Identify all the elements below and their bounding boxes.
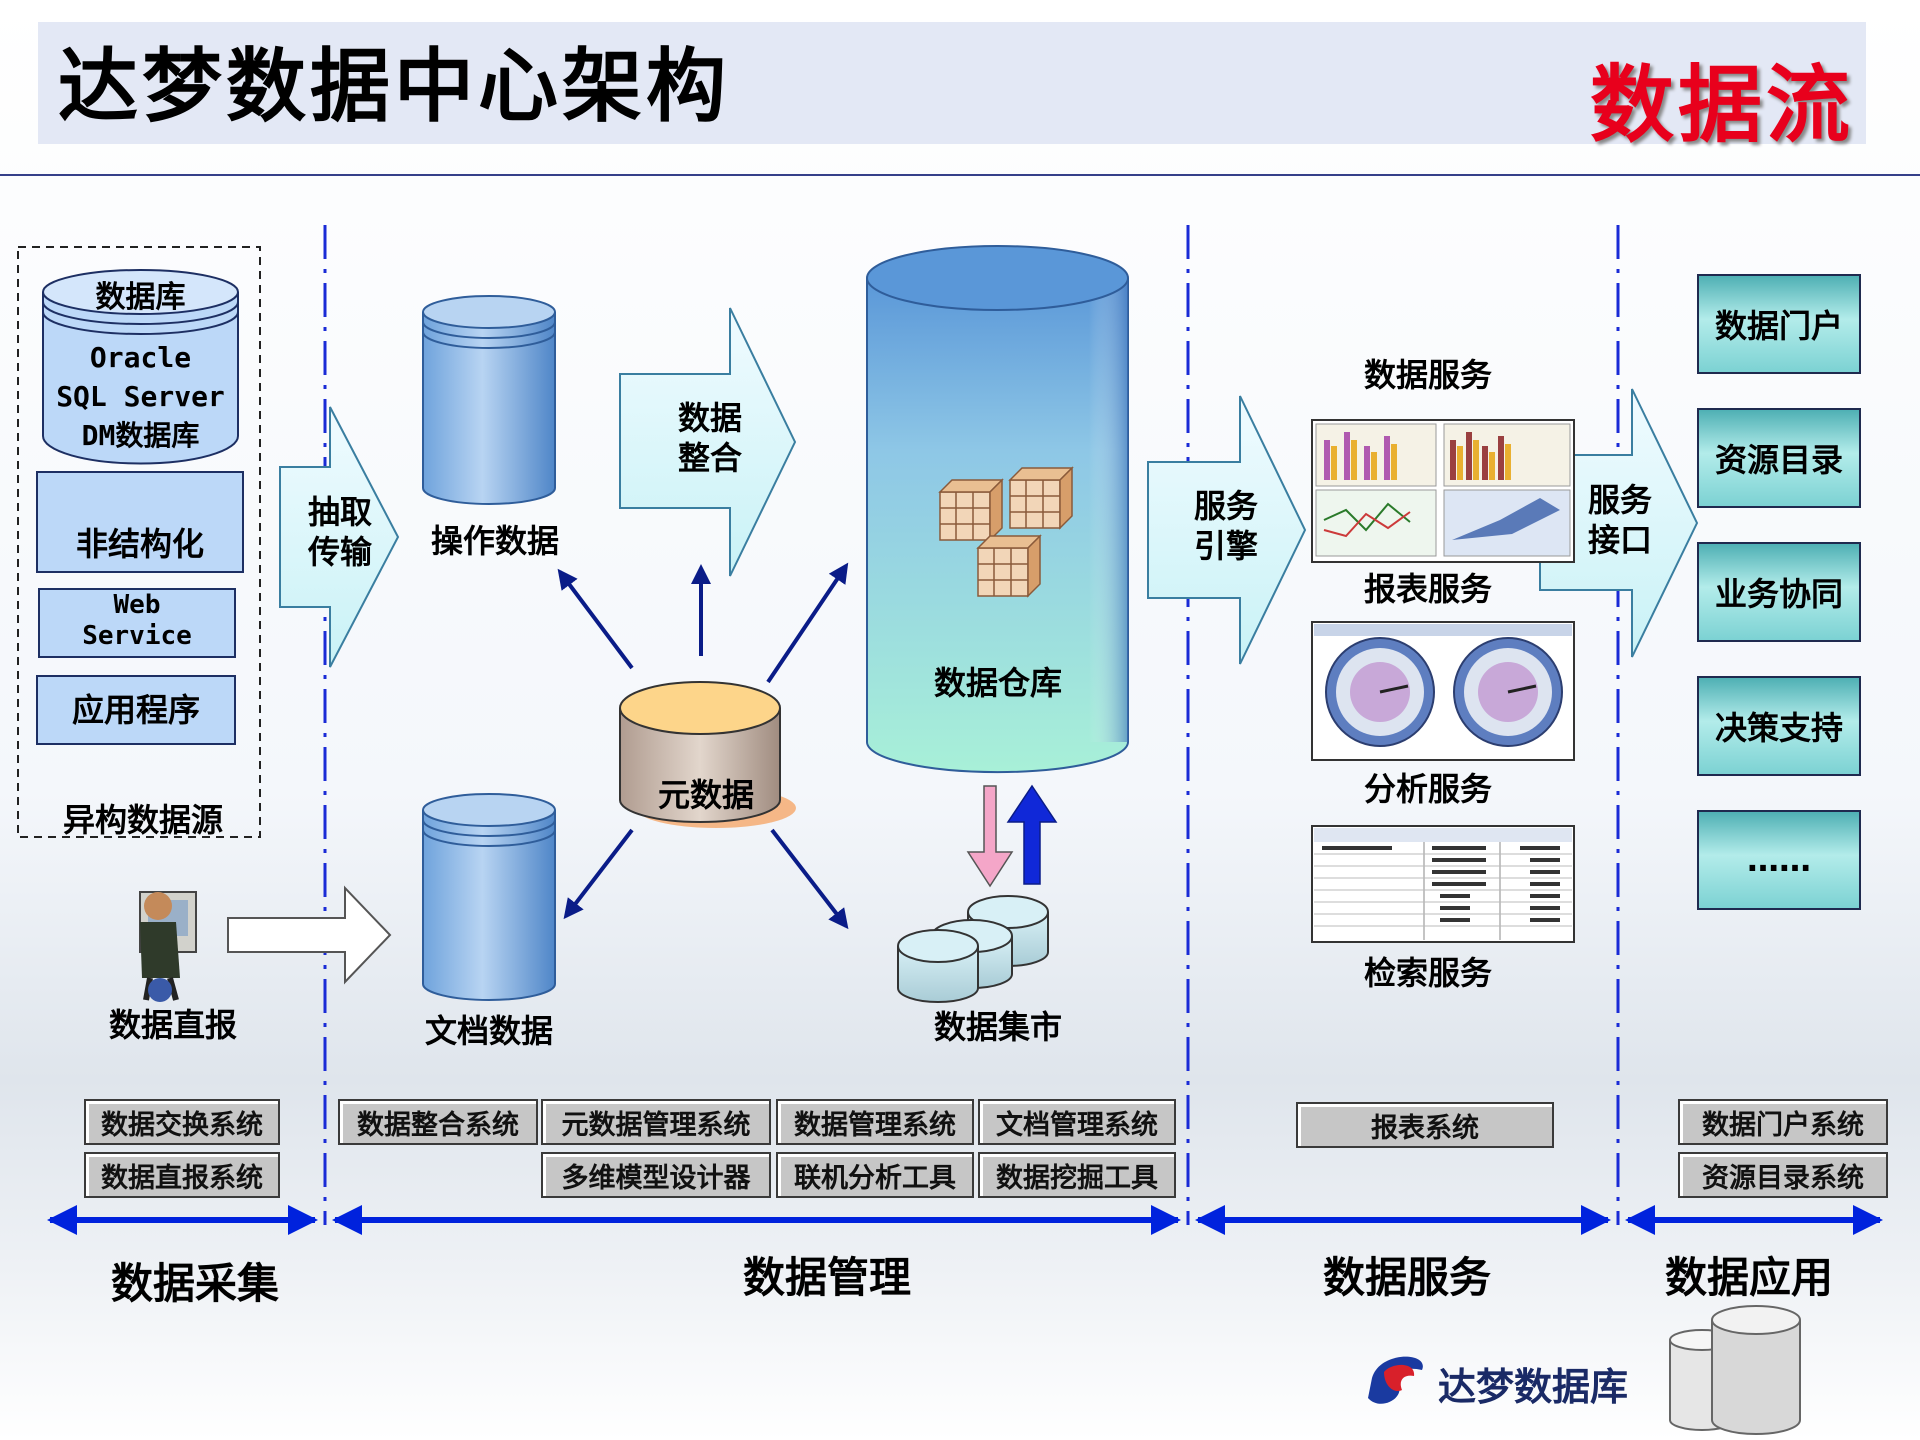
database-title: 数据库 [95,280,186,315]
database-product: Oracle [89,341,192,374]
system-box: 数据门户系统 [1678,1099,1888,1145]
page-title: 达梦数据中心架构 [58,40,730,133]
cube-icons [938,466,1074,598]
web-service-box: Web Service [38,588,236,658]
document-data-label: 文档数据 [424,1012,553,1050]
integrate-line: 数据 [677,399,742,437]
data-warehouse-label: 数据仓库 [933,664,1062,702]
app-box-data-portal[interactable]: 数据门户 [1697,274,1861,374]
analysis-service-label: 分析服务 [1363,770,1492,808]
unstructured-box: 非结构化 [36,471,244,573]
system-box: 数据整合系统 [338,1099,538,1145]
page-subtitle: 数据流 [1590,56,1855,154]
phase-label-manage: 数据管理 [742,1253,911,1302]
service-interface-arrow [1539,388,1699,658]
phase-label-service: 数据服务 [1322,1253,1491,1302]
extract-label: 抽取 传输 [288,492,392,572]
applications-box: 应用程序 [36,675,236,745]
report-thumbnail [1311,419,1575,563]
phase-dividers [323,225,1620,1225]
integrate-arrow [619,307,797,577]
app-box-decision-support[interactable]: 决策支持 [1697,676,1861,776]
metadata-label: 元数据 [657,776,754,814]
web-service-line: Service [82,621,192,651]
system-box: 联机分析工具 [776,1152,974,1198]
unstructured-label: 非结构化 [75,525,204,563]
phase-label-apply: 数据应用 [1664,1253,1833,1302]
system-box: 元数据管理系统 [541,1099,771,1145]
extract-line: 抽取 [307,493,372,531]
app-box-business-collaboration[interactable]: 业务协同 [1697,542,1861,642]
metadata-arrows [557,562,849,930]
system-box: 报表系统 [1296,1102,1554,1148]
extract-arrow [279,406,400,668]
database-product: DM数据库 [81,419,200,452]
integrate-label: 数据 整合 [640,398,780,478]
search-thumbnail [1311,825,1575,943]
database-products: Oracle SQL Server DM数据库 [43,338,238,455]
header-divider [0,174,1920,176]
metadata-cylinder [619,681,796,828]
database-product: SQL Server [56,380,225,413]
app-box-resource-catalog[interactable]: 资源目录 [1697,408,1861,508]
operational-data-label: 操作数据 [430,522,559,560]
extract-line: 传输 [307,533,372,571]
warehouse-mart-arrows [966,784,1058,888]
service-interface-line: 服务 [1587,481,1652,519]
direct-report-label: 数据直报 [108,1006,237,1044]
system-box: 文档管理系统 [978,1099,1176,1145]
integrate-line: 整合 [677,439,742,477]
data-mart-disks [897,895,1049,1003]
system-box: 数据管理系统 [776,1099,974,1145]
system-box: 数据交换系统 [84,1099,280,1145]
service-engine-line: 引擎 [1193,527,1258,565]
phase-label-collect: 数据采集 [110,1259,279,1308]
source-database-cylinder [42,269,239,465]
search-service-label: 检索服务 [1363,954,1492,992]
brand-logo-text: 达梦数据库 [1438,1365,1629,1409]
analysis-thumbnail [1311,621,1575,761]
system-box: 数据挖掘工具 [978,1152,1176,1198]
sources-group-box [17,246,261,838]
system-box: 多维模型设计器 [541,1152,771,1198]
block-arrows [279,307,1699,668]
person-at-computer-icon [139,891,197,1002]
document-data-cylinder [422,793,556,1001]
dameng-database-icon [1669,1305,1801,1435]
service-interface-line: 接口 [1587,521,1652,559]
dameng-logo-icon [1368,1356,1423,1404]
service-engine-arrow [1147,395,1307,665]
data-mart-label: 数据集市 [933,1008,1062,1046]
report-service-label: 报表服务 [1363,570,1492,608]
service-engine-label: 服务 引擎 [1160,486,1292,566]
system-box: 数据直报系统 [84,1152,280,1198]
system-box: 资源目录系统 [1678,1152,1888,1198]
heterogeneous-sources-label: 异构数据源 [62,801,223,839]
app-box-more[interactable]: …… [1697,810,1861,910]
service-interface-label: 服务 接口 [1554,480,1686,560]
service-engine-line: 服务 [1193,487,1258,525]
header-band [38,22,1866,144]
direct-report-arrow [227,885,392,985]
web-service-line: Web [113,590,161,620]
operational-data-cylinder [422,295,556,505]
data-service-label: 数据服务 [1363,356,1492,394]
